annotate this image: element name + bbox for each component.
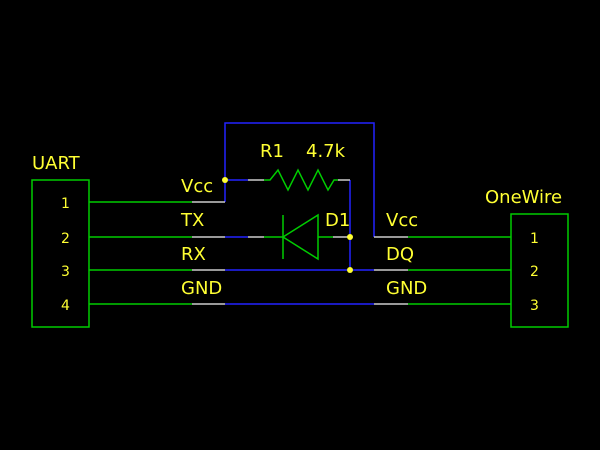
uart-pin-number: 2 <box>61 231 70 247</box>
green-wires <box>31 168 569 328</box>
onewire-title: OneWire <box>485 187 562 208</box>
vcc-loop-wire <box>224 122 375 237</box>
resistor-ref-label: R1 <box>260 141 284 162</box>
net-label-rx: RX <box>181 244 206 265</box>
diode-ref-label: D1 <box>325 210 350 231</box>
onewire-pin-number: 3 <box>530 298 539 314</box>
junctions <box>222 177 353 273</box>
uart-title: UART <box>32 153 81 174</box>
onewire-pin-number: 2 <box>530 264 539 280</box>
onewire-connector-box <box>510 213 569 328</box>
junction-dot <box>347 267 353 273</box>
junction-dot <box>347 234 353 240</box>
net-label-vcc-right: Vcc <box>386 210 418 231</box>
diode-d1-symbol <box>264 213 333 261</box>
junction-dot <box>222 177 228 183</box>
net-label-gnd: GND <box>181 278 222 299</box>
uart-pin-number: 1 <box>61 196 70 212</box>
blue-wires <box>224 122 375 305</box>
resistor-value-label: 4.7k <box>306 141 346 162</box>
onewire-pin-number: 1 <box>530 231 539 247</box>
net-label-dq: DQ <box>386 244 414 265</box>
uart-pin-number: 4 <box>61 298 70 314</box>
net-label-gnd-right: GND <box>386 278 427 299</box>
uart-pin-number: 3 <box>61 264 70 280</box>
resistor-r1-body <box>264 168 338 192</box>
uart-connector-box <box>31 179 90 328</box>
net-label-tx: TX <box>180 210 204 231</box>
net-label-vcc: Vcc <box>181 176 213 197</box>
